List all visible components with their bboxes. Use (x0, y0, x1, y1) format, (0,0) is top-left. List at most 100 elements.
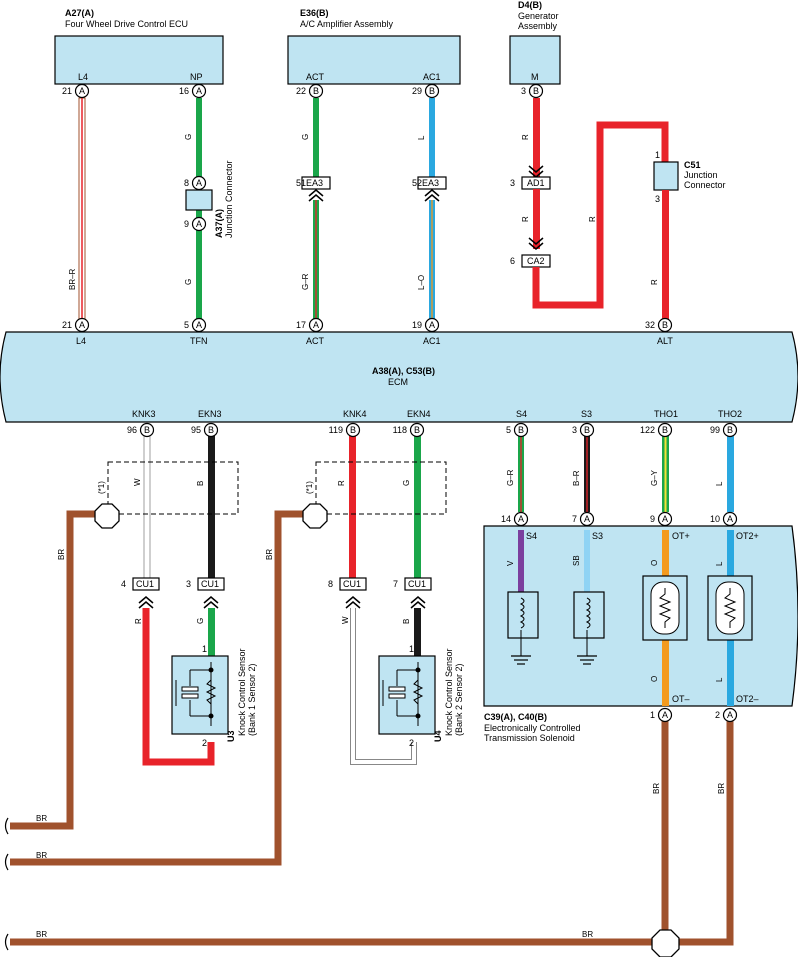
e36-name: A/C Amplifier Assembly (300, 19, 394, 29)
pin-number: 2 (715, 710, 720, 720)
pin-connector-letter: B (584, 425, 590, 435)
u4-name2: (Bank 2 Sensor 2) (454, 663, 464, 736)
c51-name1: Junction (684, 170, 718, 180)
pin-circle (579, 422, 595, 438)
wire-br-r (78, 97, 86, 321)
pin-number: 1 (650, 710, 655, 720)
a27-term-np: NP (190, 72, 203, 82)
wire-label-v: V (506, 560, 515, 566)
pin-circle (657, 422, 673, 438)
pin-circle (528, 83, 544, 99)
pin-connector-letter: B (518, 425, 524, 435)
pin-circle (513, 511, 529, 527)
wire-label-gy: G–Y (650, 469, 659, 486)
c51-pin3: 3 (655, 194, 660, 204)
pin-connector-letter: A (429, 320, 435, 330)
pin-number: 9 (650, 514, 655, 524)
cu1-connector-a (132, 577, 160, 591)
pin-circle (722, 422, 738, 438)
pin-connector-letter: A (584, 514, 590, 524)
pin-number: 5 (184, 320, 189, 330)
u4-sensor-box (378, 655, 436, 735)
wire-label-br-g: BR (36, 851, 47, 860)
wire-label-r6: R (337, 480, 346, 486)
wire-tho2-blue (727, 436, 734, 512)
pin-number: 21 (62, 320, 72, 330)
pin-circle (191, 317, 207, 333)
pin-number: 29 (412, 86, 422, 96)
connector-pin-number: 3 (186, 579, 191, 589)
pin-number: 122 (640, 425, 655, 435)
ecm-term-tho2: THO2 (718, 409, 742, 419)
pin-circle (657, 707, 673, 723)
a27-name: Four Wheel Drive Control ECU (65, 19, 188, 29)
pin-connector-letter: A (727, 710, 733, 720)
ad1-label: AD1 (527, 178, 545, 188)
wire-u3-green (208, 608, 215, 656)
wire-ekn4-green (414, 436, 421, 582)
c51-pin1: 1 (655, 150, 660, 160)
ecm-term-ekn3: EKN3 (198, 409, 222, 419)
cu1b-label: CU1 (201, 579, 219, 589)
ca2-label: CA2 (527, 256, 545, 266)
sol-term-ot2p: OT2+ (736, 531, 759, 541)
wire-label-br-c: BR (652, 783, 661, 794)
wire-ad1-ca2 (533, 189, 540, 249)
wire-label-g2: G (184, 279, 193, 285)
c39-code: C39(A), C40(B) (484, 712, 547, 722)
pin-circle (74, 83, 90, 99)
ea3a-label: EA3 (306, 178, 323, 188)
wire-label-l2: L (715, 481, 724, 486)
ecm-code: A38(A), C53(B) (372, 366, 435, 376)
pin-number: 9 (184, 219, 189, 229)
tho1-thermistor-symbol (642, 575, 688, 641)
shield-ground-octagon-1 (94, 503, 120, 529)
cu1-connector-b (197, 577, 225, 591)
a37-connector (185, 189, 213, 211)
ecm-term-alt: ALT (657, 336, 673, 346)
wire-label-r2: R (521, 216, 530, 222)
sol-term-otp: OT+ (672, 531, 690, 541)
cu1d-label: CU1 (408, 579, 426, 589)
wire-s4-gr (518, 436, 524, 512)
pin-number: 17 (296, 320, 306, 330)
tho2-thermistor-symbol (707, 575, 753, 641)
s4-coil-symbol (507, 591, 539, 665)
wire-break-marks (4, 817, 9, 951)
wire-label-o1: O (650, 560, 659, 566)
a27-code: A27(A) (65, 8, 94, 18)
a37-name: Junction Connector (224, 160, 234, 238)
wire-label-b2: B (402, 619, 411, 624)
wire-tho1-gy (662, 436, 669, 512)
connector-pin-number: 51 (296, 178, 306, 188)
wire-label-g4: G (402, 480, 411, 486)
e36-term-act: ACT (306, 72, 325, 82)
wire-br-ot2m (678, 716, 734, 946)
pin-connector-letter: A (196, 320, 202, 330)
u4-pin1: 1 (409, 644, 414, 654)
ea3-connector-a (301, 176, 331, 190)
pin-circle (139, 422, 155, 438)
u4-name1: Knock Control Sensor (444, 648, 454, 736)
wire-label-br-d: BR (717, 783, 726, 794)
wire-u3-red (142, 608, 215, 766)
pin-number: 22 (296, 86, 306, 96)
connector-pin-number: 6 (510, 256, 515, 266)
ecm-term-act: ACT (306, 336, 325, 346)
pin-connector-letter: B (350, 425, 356, 435)
wire-m-red (533, 98, 540, 178)
ground-junction-octagon (651, 929, 680, 957)
pin-circle (308, 317, 324, 333)
pin-circle (657, 317, 673, 333)
shield-label-2: (*1) (305, 481, 314, 494)
pin-circle (424, 317, 440, 333)
pin-circle (203, 422, 219, 438)
pin-connector-letter: A (727, 514, 733, 524)
wire-l-o (429, 200, 435, 320)
u3-name1: Knock Control Sensor (237, 648, 247, 736)
s3-coil-symbol (573, 591, 605, 665)
pin-number: 119 (329, 425, 343, 435)
wire-label-g5: G (196, 618, 205, 624)
